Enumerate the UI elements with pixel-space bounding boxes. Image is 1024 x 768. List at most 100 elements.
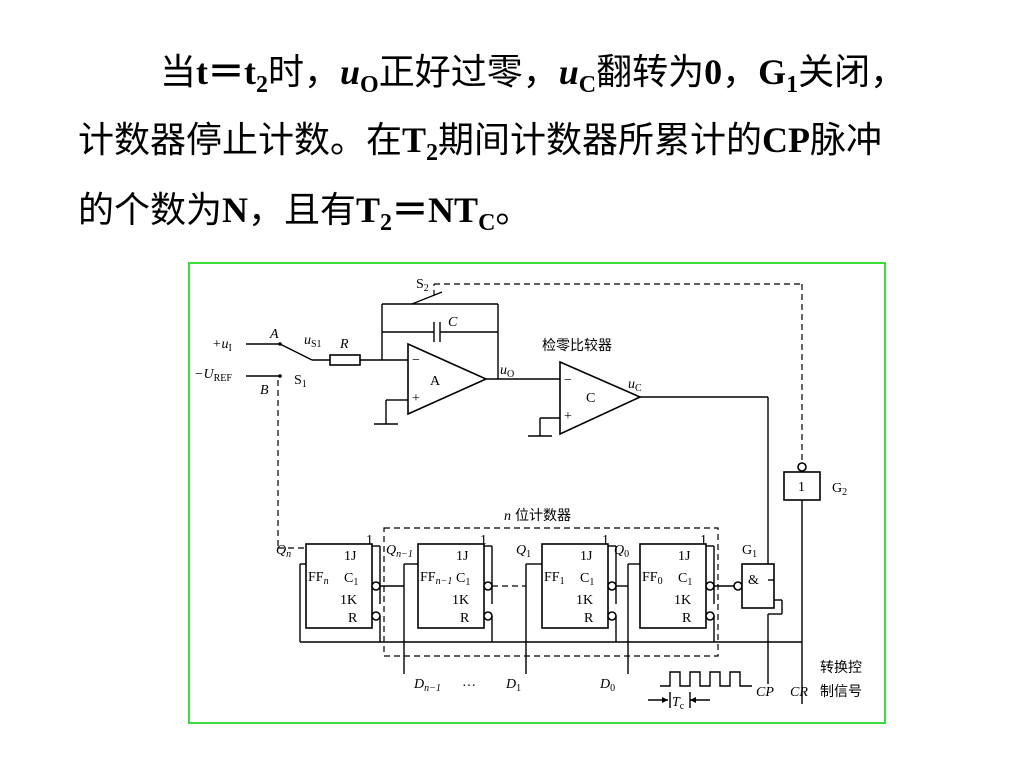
- ff-0-reset-bubble: [705, 611, 715, 621]
- gate-g2-label: G2: [832, 481, 847, 498]
- ff-1-reset-bubble: [607, 611, 617, 621]
- ff-n1-clock-bubble: [483, 581, 493, 591]
- switch-s1-label: S1: [294, 373, 307, 390]
- comparator-title: 检零比较器: [542, 338, 612, 354]
- output-d-n1: Dn−1: [413, 677, 441, 694]
- circuit-figure: +uI A −UREF B S1 uS1 R − + A C S2 uO − +…: [188, 262, 886, 724]
- math-subscript: C: [478, 210, 496, 236]
- control-signal-line-2: 制信号: [820, 684, 862, 700]
- counter-dashed-box: [383, 527, 719, 657]
- math-t-equals: t＝t: [196, 52, 256, 92]
- flip-flop-0: FF0 1J C1 1K R Q0 1: [614, 533, 707, 629]
- ff-pin-r: R: [584, 611, 594, 626]
- paragraph-line-3: 的个数为N，且有T2＝NTC。: [78, 178, 978, 243]
- math-u: u: [340, 52, 361, 92]
- node-b-label: B: [260, 383, 269, 398]
- g2-inverter-bubble: [797, 462, 807, 472]
- text-fragment: 计数器停止计数。在: [78, 120, 403, 161]
- tc-label: Tc: [672, 695, 685, 712]
- flip-flop-1: FF1 1J C1 1K R Q1 1: [516, 533, 609, 629]
- comparator-c: [559, 360, 642, 436]
- text-fragment: 的个数为: [78, 190, 223, 231]
- ff-n-label: FFn: [308, 570, 329, 587]
- circuit-diagram: +uI A −UREF B S1 uS1 R − + A C S2 uO − +…: [194, 277, 862, 712]
- uc-label: uC: [628, 377, 642, 394]
- text-fragment: 期间计数器所累计的: [438, 120, 763, 161]
- math-n: N: [222, 190, 249, 230]
- text-fragment: ，且有: [248, 190, 357, 231]
- control-signal-line-1: 转换控: [820, 659, 862, 676]
- ff-pin-r: R: [348, 611, 358, 626]
- comparator-plus: +: [564, 409, 572, 424]
- ff-0-one: 1: [700, 533, 707, 548]
- ff-pin-c1: C1: [344, 571, 358, 588]
- ff-pin-1k: 1K: [452, 593, 469, 608]
- text-fragment: 翻转为: [596, 52, 705, 93]
- output-d-1: D1: [505, 677, 521, 694]
- ff-pin-c1: C1: [580, 571, 594, 588]
- ff-0-clock-bubble: [705, 581, 715, 591]
- ff-n1-one: 1: [480, 533, 487, 548]
- text-fragment: 关闭，: [798, 52, 907, 93]
- gate-g1-symbol: &: [748, 573, 759, 588]
- ff-pin-c1: C1: [678, 571, 692, 588]
- uo-label: uO: [500, 363, 514, 380]
- math-g: G: [758, 52, 787, 92]
- ff-pin-c1: C1: [456, 571, 470, 588]
- ff-pin-r: R: [682, 611, 692, 626]
- ff-n-reset-bubble: [371, 611, 381, 621]
- ff-pin-1j: 1J: [678, 549, 691, 564]
- flip-flop-n-1: FFn−1 1J C1 1K R Qn−1 1: [386, 533, 487, 629]
- math-u: u: [558, 52, 579, 92]
- tc-arrowhead-left: [662, 697, 668, 703]
- gate-g1-label: G1: [742, 543, 757, 560]
- ff-1-q-label: Q1: [516, 543, 531, 560]
- gate-g1: [741, 563, 775, 609]
- ff-pin-1j: 1J: [344, 549, 357, 564]
- opamp-a-minus: −: [412, 353, 420, 368]
- output-ellipsis: …: [462, 675, 476, 690]
- paragraph-line-1: 当t＝t2时，uO正好过零，uC翻转为0，G1关闭，: [78, 40, 978, 105]
- math-t: T: [402, 120, 427, 160]
- switch-s2-label: S2: [416, 277, 429, 294]
- ff-0-label: FF0: [642, 570, 663, 587]
- comparator-minus: −: [564, 373, 572, 388]
- switch-contact-a: [278, 342, 282, 346]
- text-fragment: 时，: [268, 52, 341, 93]
- resistor-r: [329, 354, 361, 366]
- input-minus-label: −UREF: [194, 367, 232, 384]
- ff-pin-r: R: [460, 611, 470, 626]
- gate-g2-symbol: 1: [798, 480, 805, 495]
- ff-n-q-label: Qn: [276, 543, 291, 560]
- comparator-label: C: [586, 391, 595, 406]
- switch-s1-blade: [279, 343, 313, 361]
- opamp-a-label: A: [430, 374, 441, 389]
- math-equation: ＝NT: [392, 190, 479, 230]
- us1-label: uS1: [304, 333, 322, 350]
- math-subscript: 2: [256, 72, 268, 98]
- math-subscript: 1: [786, 72, 799, 98]
- ff-1-label: FF1: [544, 570, 565, 587]
- output-d-0: D0: [599, 677, 615, 694]
- input-plus-label: +uI: [212, 337, 232, 354]
- math-subscript: O: [360, 72, 379, 98]
- text-fragment: 当: [160, 52, 197, 93]
- gate-g2: [783, 471, 821, 501]
- flip-flop-n: FFn 1J C1 1K R Qn 1: [276, 533, 373, 629]
- ff-n1-label: FFn−1: [420, 570, 452, 587]
- integrator-opamp-a: [407, 342, 488, 416]
- ff-pin-1k: 1K: [340, 593, 357, 608]
- cp-waveform: [660, 671, 752, 687]
- math-subscript: 2: [426, 140, 439, 166]
- ff-n1-reset-bubble: [483, 611, 493, 621]
- ff-pin-1k: 1K: [674, 593, 691, 608]
- paragraph-line-2: 计数器停止计数。在T2期间计数器所累计的CP脉冲: [78, 108, 978, 173]
- tc-arrowhead-right: [690, 697, 696, 703]
- ff-1-clock-bubble: [607, 581, 617, 591]
- cr-label: CR: [790, 685, 808, 700]
- ff-pin-1k: 1K: [576, 593, 593, 608]
- node-a-label: A: [269, 327, 279, 342]
- switch-contact-b: [278, 374, 282, 378]
- math-t: T: [356, 190, 381, 230]
